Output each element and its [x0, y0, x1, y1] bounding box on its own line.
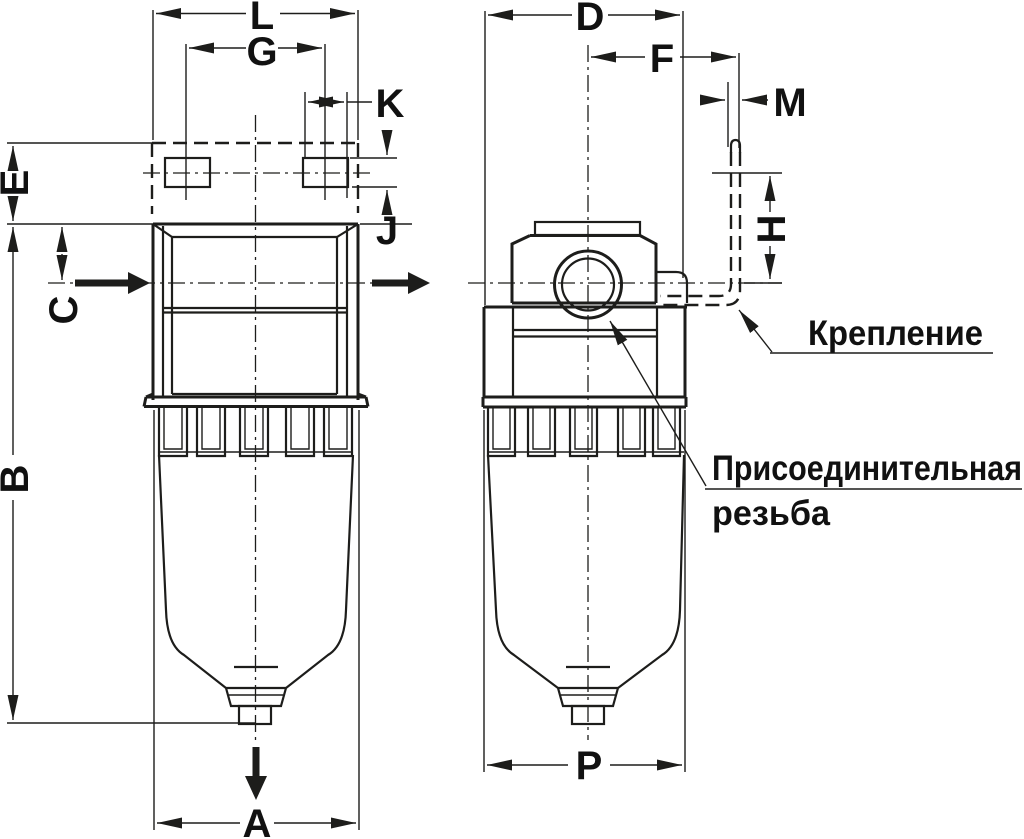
drain-knob [237, 704, 273, 726]
dim-label-A: A [243, 802, 272, 839]
dimensions: L G K J E C [0, 0, 807, 839]
front-body [142, 222, 370, 408]
front-flange [142, 392, 370, 408]
front-louver-slots [157, 407, 354, 458]
side-view [468, 45, 782, 740]
dim-label-F: F [650, 37, 674, 81]
callouts: Крепление Присоединительная резьба [609, 309, 1022, 533]
drain-flow-arrow [245, 747, 267, 800]
bracket-hole-left [163, 156, 212, 189]
inlet-flow-arrow [75, 272, 150, 294]
dim-label-P: P [576, 744, 603, 788]
dim-label-K: K [376, 82, 405, 126]
dim-label-B: B [0, 465, 37, 494]
dim-label-J: J [376, 209, 398, 253]
dim-label-H: H [750, 215, 794, 244]
port-boss [656, 270, 689, 303]
port-thread-inner-circle [560, 257, 616, 312]
connection-thread-label-line1: Присоединительная [712, 449, 1022, 488]
dim-B: B [0, 227, 37, 720]
callout-connection-thread: Присоединительная резьба [609, 320, 1022, 533]
mounting-label: Крепление [808, 314, 983, 353]
front-view [48, 115, 430, 800]
side-louver-slots [486, 407, 684, 458]
extension-lines [7, 10, 782, 830]
dim-H: H [750, 176, 794, 279]
dim-P: P [487, 744, 682, 788]
front-bowl [157, 454, 355, 726]
dim-K: K [308, 82, 405, 126]
bracket-top-hook [729, 138, 742, 153]
dim-J: J [376, 130, 398, 253]
side-flange [481, 395, 688, 409]
dim-label-L: L [250, 0, 274, 38]
side-body [481, 305, 688, 409]
port-thread-outer-circle [553, 249, 623, 320]
dim-label-E: E [0, 170, 37, 197]
mounting-bracket-hidden-outline [660, 138, 742, 307]
dim-M: M [700, 81, 807, 125]
dim-label-C: C [42, 296, 86, 325]
connection-thread-label-line2: резьба [712, 494, 831, 533]
dim-F: F [591, 37, 736, 81]
side-bowl [486, 454, 686, 726]
outlet-flow-arrow [372, 272, 430, 294]
dim-C: C [42, 227, 86, 324]
dim-D: D [488, 0, 680, 39]
dim-A: A [157, 802, 356, 839]
dim-L: L [156, 0, 355, 38]
dim-G: G [189, 30, 322, 74]
dim-label-D: D [576, 0, 605, 39]
side-drain-knob [570, 704, 606, 726]
dim-label-G: G [246, 30, 277, 74]
callout-mounting: Крепление [738, 309, 993, 354]
side-head [510, 220, 689, 320]
dim-E: E [0, 146, 37, 221]
dim-label-M: M [773, 81, 806, 125]
